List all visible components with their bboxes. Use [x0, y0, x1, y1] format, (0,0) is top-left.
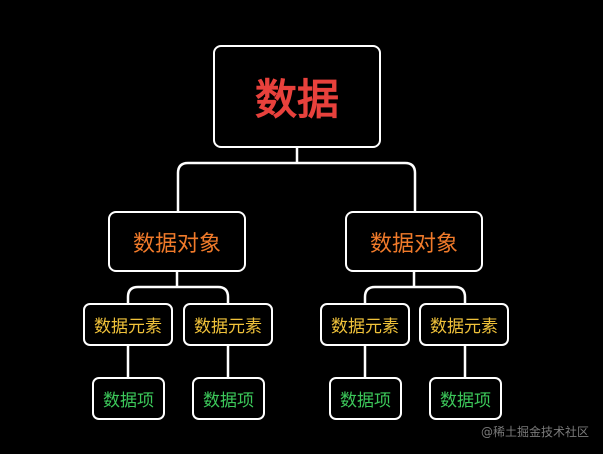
root-label: 数据	[254, 75, 339, 124]
data-element-node: 数据元素	[83, 303, 173, 346]
data-item-label: 数据项	[203, 391, 254, 411]
data-element-label: 数据元素	[194, 317, 262, 337]
data-item-node: 数据项	[192, 377, 265, 420]
data-element-label: 数据元素	[94, 317, 162, 337]
data-object-label: 数据对象	[132, 231, 221, 257]
data-element-label: 数据元素	[430, 317, 498, 337]
data-object-node-right: 数据对象	[345, 211, 483, 272]
root-node: 数据	[213, 45, 381, 148]
data-object-node-left: 数据对象	[108, 211, 246, 272]
data-item-label: 数据项	[103, 391, 154, 411]
connector-object-right-to-elements	[363, 272, 467, 303]
data-item-node: 数据项	[329, 377, 402, 420]
data-object-label: 数据对象	[369, 231, 458, 257]
watermark: @稀土掘金技术社区	[480, 425, 589, 439]
data-item-label: 数据项	[440, 391, 491, 411]
data-item-node: 数据项	[92, 377, 165, 420]
connector-object-left-to-elements	[126, 272, 230, 303]
data-element-node: 数据元素	[183, 303, 273, 346]
data-item-node: 数据项	[429, 377, 502, 420]
data-item-label: 数据项	[340, 391, 391, 411]
data-element-node: 数据元素	[320, 303, 410, 346]
data-element-node: 数据元素	[419, 303, 509, 346]
connector-root-to-objects	[176, 148, 417, 211]
data-element-label: 数据元素	[331, 317, 399, 337]
